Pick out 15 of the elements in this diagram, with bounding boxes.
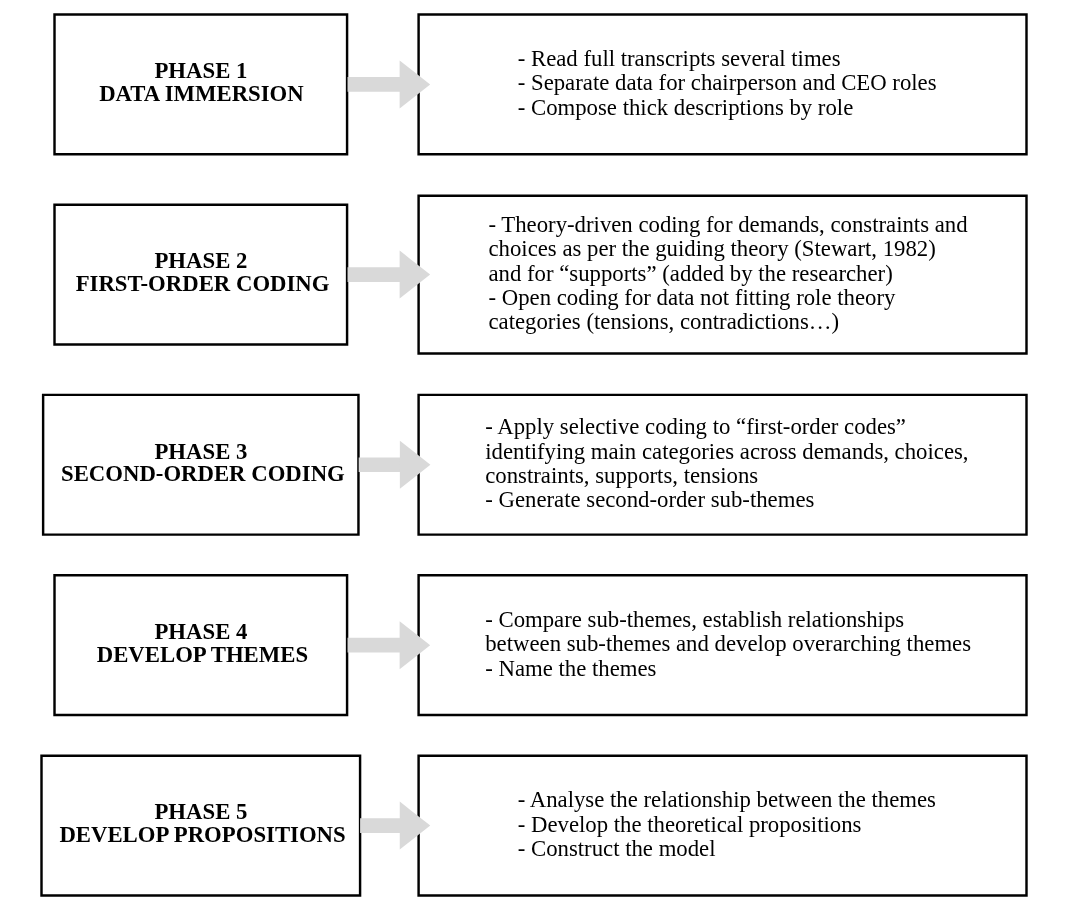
arrow	[358, 440, 431, 489]
arrow	[347, 250, 431, 299]
node-box: - Analyse the relationship between the themes - Develop the theoretical propositions - Construct the model	[417, 754, 1028, 897]
node-box: PHASE 2 FIRST-ORDER CODING	[53, 203, 349, 346]
node-box: PHASE 4 DEVELOP THEMES	[53, 574, 349, 717]
node-box: - Compare sub-themes, establish relationships between sub-themes and develop overarching themes - Name the themes	[417, 574, 1028, 717]
arrow	[360, 801, 431, 850]
node-box: - Theory-driven coding for demands, constraints and choices as per the guiding theory (Stewart, 1982) and for “supports” (added by the researcher) - Open coding for data not fitting role theory categories (tensions, contradictions…)	[417, 194, 1028, 355]
node-box: - Read full transcripts several times - Separate data for chairperson and CEO roles - Compose thick descriptions by role	[417, 13, 1028, 156]
node-box: PHASE 1 DATA IMMERSION	[53, 13, 349, 156]
node-box: - Apply selective coding to “first-order codes” identifying main categories across demands, choices, constraints, supports, tensions - Generate second-order sub-themes	[417, 393, 1028, 536]
node-box: PHASE 5 DEVELOP PROPOSITIONS	[40, 754, 362, 897]
node-box: PHASE 3 SECOND-ORDER CODING	[41, 393, 360, 536]
arrow	[347, 621, 431, 670]
arrow	[347, 60, 431, 109]
